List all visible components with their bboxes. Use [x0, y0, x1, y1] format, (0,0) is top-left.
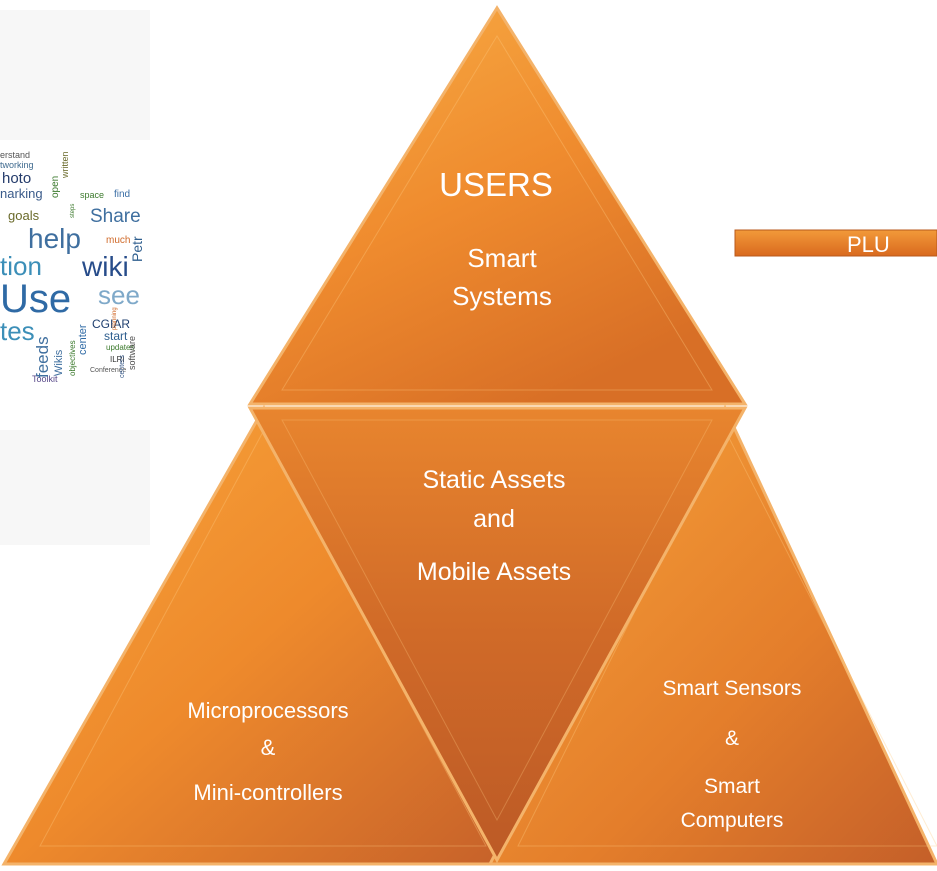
word-cloud-word: feeds [33, 336, 52, 378]
word-cloud-word: find [114, 189, 130, 200]
word-cloud-word: tes [0, 316, 35, 346]
top-triangle-line2: Systems [452, 281, 552, 311]
middle-triangle-line1: Static Assets [422, 466, 565, 494]
word-cloud-word: help [28, 223, 81, 254]
word-cloud-word: Toolkit [32, 374, 58, 384]
word-cloud-word: Petr [129, 236, 145, 262]
word-cloud-word: hoto [2, 170, 31, 187]
word-cloud-word: open [50, 176, 61, 198]
word-cloud-word: steps [70, 204, 76, 218]
word-cloud-word: erstand [0, 150, 30, 160]
top-triangle-line1: Smart [467, 243, 537, 273]
word-cloud-word: see [98, 280, 140, 310]
word-cloud-word: much [106, 235, 130, 246]
word-cloud-word: center [77, 324, 89, 355]
banner-label: PLU [847, 232, 890, 257]
word-cloud-word: updates [106, 343, 134, 352]
word-cloud-word: written [60, 151, 70, 179]
plus-banner: PLU [734, 229, 937, 257]
word-cloud-word: software [127, 336, 137, 370]
word-cloud-word: Share [90, 206, 141, 227]
word-cloud-word: goals [8, 208, 40, 223]
word-cloud-word: wiki [81, 251, 129, 282]
middle-triangle [247, 406, 748, 864]
left-triangle-line3: Mini-controllers [193, 780, 342, 805]
word-cloud-word: narking [0, 186, 43, 201]
word-cloud-image: erstand tworking hoto narking space find… [0, 10, 150, 545]
right-triangle-line1: Smart Sensors [663, 677, 802, 700]
top-triangle [247, 5, 748, 406]
word-cloud-word: centers [119, 355, 126, 378]
right-triangle-line2: & [725, 727, 739, 750]
word-cloud-word: ILRI [110, 355, 125, 364]
word-cloud-word: start [104, 329, 128, 343]
middle-triangle-line3: Mobile Assets [417, 558, 571, 586]
left-triangle-line2: & [261, 735, 276, 760]
word-cloud-word: Use [0, 277, 71, 321]
word-cloud-word: Wikis [53, 349, 65, 376]
word-cloud-word: tworking [0, 160, 34, 170]
left-triangle-line1: Microprocessors [187, 698, 348, 723]
word-cloud-word: space [80, 190, 104, 200]
middle-triangle-line2: and [473, 505, 515, 533]
right-triangle-line3: Smart [704, 775, 760, 798]
right-triangle-line4: Computers [681, 809, 784, 832]
word-cloud-word: Conference [90, 367, 126, 374]
word-cloud-word: tion [0, 251, 42, 281]
word-cloud-word: CGIAR [92, 317, 130, 331]
top-triangle-title: USERS [439, 166, 553, 203]
word-cloud-word: objectives [68, 340, 77, 376]
word-cloud-word: planning [112, 307, 118, 330]
